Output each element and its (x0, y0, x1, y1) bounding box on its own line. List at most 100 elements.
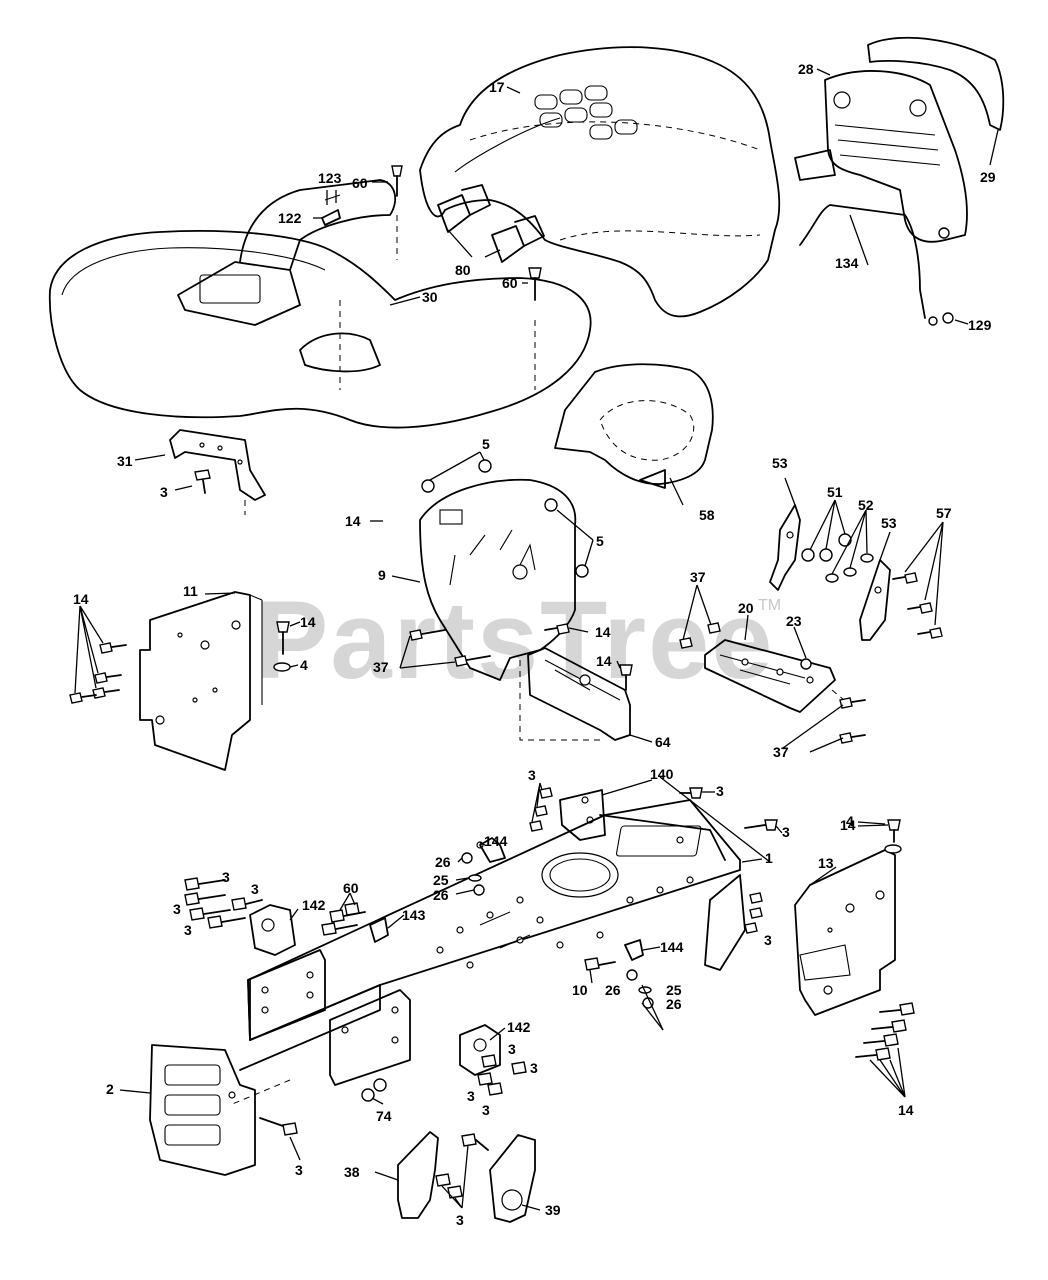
callout-26-lower-a: 26 (605, 982, 621, 998)
part-14-bolt-dash (544, 623, 570, 635)
callout-3-left-b: 3 (251, 881, 259, 897)
part-10-bolt (584, 957, 616, 971)
callout-60-top: 60 (352, 175, 368, 191)
part-2-front-plate (149, 1044, 256, 1176)
part-51-nuts (801, 533, 852, 562)
part-74-nuts (361, 1078, 387, 1102)
callout-26-upper-a: 26 (435, 854, 451, 870)
callout-3-upper-right: 3 (716, 783, 724, 799)
callout-30: 30 (422, 289, 438, 305)
callout-39: 39 (545, 1202, 561, 1218)
watermark-tm: TM (758, 597, 781, 614)
part-9-dash-panel (419, 478, 577, 681)
callout-64: 64 (655, 734, 671, 750)
part-1-frame (239, 799, 741, 1071)
part-26-nut-lower-a (626, 969, 638, 981)
part-5-nut-b (478, 459, 492, 473)
part-57-bolts (892, 572, 943, 639)
part-28-grille (794, 70, 968, 243)
callout-4-right: 4 (846, 813, 854, 829)
callout-31: 31 (117, 453, 133, 469)
part-39-bracket (489, 1134, 536, 1223)
callout-5-right: 5 (596, 533, 604, 549)
callout-3-front: 3 (295, 1162, 303, 1178)
part-26-nut-upper-a (461, 852, 473, 864)
callout-129: 129 (968, 317, 992, 333)
callout-3-frame-right: 3 (782, 824, 790, 840)
callout-13: 13 (818, 855, 834, 871)
callout-144-upper: 144 (484, 833, 508, 849)
part-14-bolt-console (619, 664, 633, 691)
callout-labels: 17 28 29 123 60 122 30 80 60 134 129 31 … (73, 61, 996, 1228)
callout-5-top: 5 (482, 436, 490, 452)
callout-3-left-c: 3 (173, 901, 181, 917)
frame-holes (436, 836, 694, 969)
callout-51: 51 (827, 484, 843, 500)
part-134-rod (799, 204, 954, 326)
part-13-side-panel-right (794, 849, 896, 1016)
callout-80: 80 (455, 262, 471, 278)
callout-3-lower-a: 3 (508, 1041, 516, 1057)
part-17-hood (419, 46, 781, 318)
part-60-bolt-mid (528, 267, 542, 301)
part-60-bolt-top (391, 165, 403, 197)
part-29-nose (867, 36, 1005, 131)
part-14-bolt-panel (276, 621, 290, 655)
watermark: PartsTree (255, 579, 774, 702)
hood-vent-grille (534, 85, 638, 140)
part-3-bolt-front (259, 1117, 298, 1136)
callout-3-lower-b: 3 (530, 1060, 538, 1076)
callout-53-right: 53 (881, 515, 897, 531)
callout-57: 57 (936, 505, 952, 521)
callout-20: 20 (738, 600, 754, 616)
callout-14-panel: 14 (300, 614, 316, 630)
part-144-clip-lower (624, 939, 644, 961)
callout-143: 143 (402, 907, 426, 923)
callout-25-lower: 25 (666, 982, 682, 998)
callout-3-upper-plate: 3 (528, 767, 536, 783)
part-53-bracket-left (769, 504, 801, 591)
part-122-plate (321, 190, 341, 226)
part-52-washers (825, 553, 874, 583)
callout-14-right-top: 14 (840, 817, 856, 833)
part-80-bumpers (437, 184, 545, 263)
callout-38: 38 (344, 1164, 360, 1180)
part-38-bracket (397, 1131, 439, 1219)
callout-142-lower: 142 (507, 1019, 531, 1035)
callout-3-left-d: 3 (184, 922, 192, 938)
callout-37-dash: 37 (373, 659, 389, 675)
callout-9: 9 (378, 567, 386, 583)
part-14-bolts-left (69, 642, 127, 704)
callout-29: 29 (980, 169, 996, 185)
part-53-bracket-right (859, 559, 891, 641)
callout-2: 2 (106, 1081, 114, 1097)
callout-14-right-stack: 14 (898, 1102, 914, 1118)
callout-52: 52 (858, 497, 874, 513)
frame-front-plate (229, 949, 411, 1106)
callout-14-left: 14 (73, 591, 89, 607)
callout-14-under-dash: 14 (595, 624, 611, 640)
part-142-bracket-upper (249, 904, 296, 956)
part-143-bracket (369, 917, 389, 943)
callout-53-top: 53 (772, 455, 788, 471)
part-3-bolts-lower (477, 1054, 527, 1096)
callout-37-plate: 37 (690, 569, 706, 585)
callout-3-lower-c: 3 (467, 1088, 475, 1104)
part-14-bolts-right (855, 1002, 915, 1061)
callout-1: 1 (765, 850, 773, 866)
part-23-nut (800, 658, 812, 670)
callout-144-lower: 144 (660, 939, 684, 955)
part-5-nut-a (421, 479, 435, 493)
part-26-nut-upper-b (473, 884, 485, 896)
part-25-washer-upper (468, 874, 482, 882)
part-140-plate (559, 789, 606, 841)
part-4-washer-right (884, 844, 902, 854)
frame-bracket-right (704, 874, 763, 971)
callout-11: 11 (183, 583, 198, 599)
part-3-bolt-seat (194, 469, 211, 494)
callout-74: 74 (376, 1108, 392, 1124)
part-14-bolt-right-top (887, 819, 901, 843)
part-5-nut-c (544, 498, 558, 512)
callout-58: 58 (699, 507, 715, 523)
